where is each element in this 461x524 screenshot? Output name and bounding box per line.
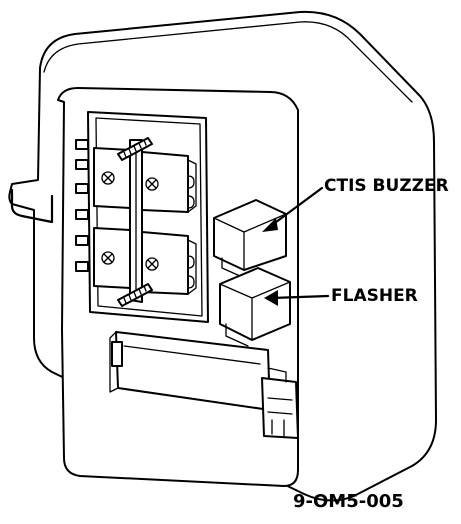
relay-side-pins (187, 175, 195, 289)
ctis-buzzer-leader (262, 186, 324, 232)
flasher-part (219, 267, 291, 347)
ctis-buzzer-part (213, 199, 287, 277)
threaded-stud-bottom (117, 283, 153, 307)
housing-left-flange (10, 188, 54, 224)
relay-module-top-left (93, 147, 131, 209)
plate-terminal-tabs (75, 139, 89, 272)
threaded-stud-top (117, 137, 153, 161)
lower-terminal-block-lip (109, 331, 261, 393)
relay-module-bottom-left (93, 227, 131, 289)
relay-module-bottom-right (141, 231, 197, 295)
relay-module-top-right (141, 151, 197, 213)
lower-connector-clip-left (111, 341, 123, 367)
figure-id-label: 9-OM5-005 (293, 491, 404, 512)
flasher-leader (264, 290, 330, 306)
ctis-buzzer-label: CTIS BUZZER (324, 176, 449, 196)
housing-top-rim (43, 21, 413, 103)
lower-right-connector (261, 377, 299, 439)
flasher-label: FLASHER (331, 286, 418, 306)
